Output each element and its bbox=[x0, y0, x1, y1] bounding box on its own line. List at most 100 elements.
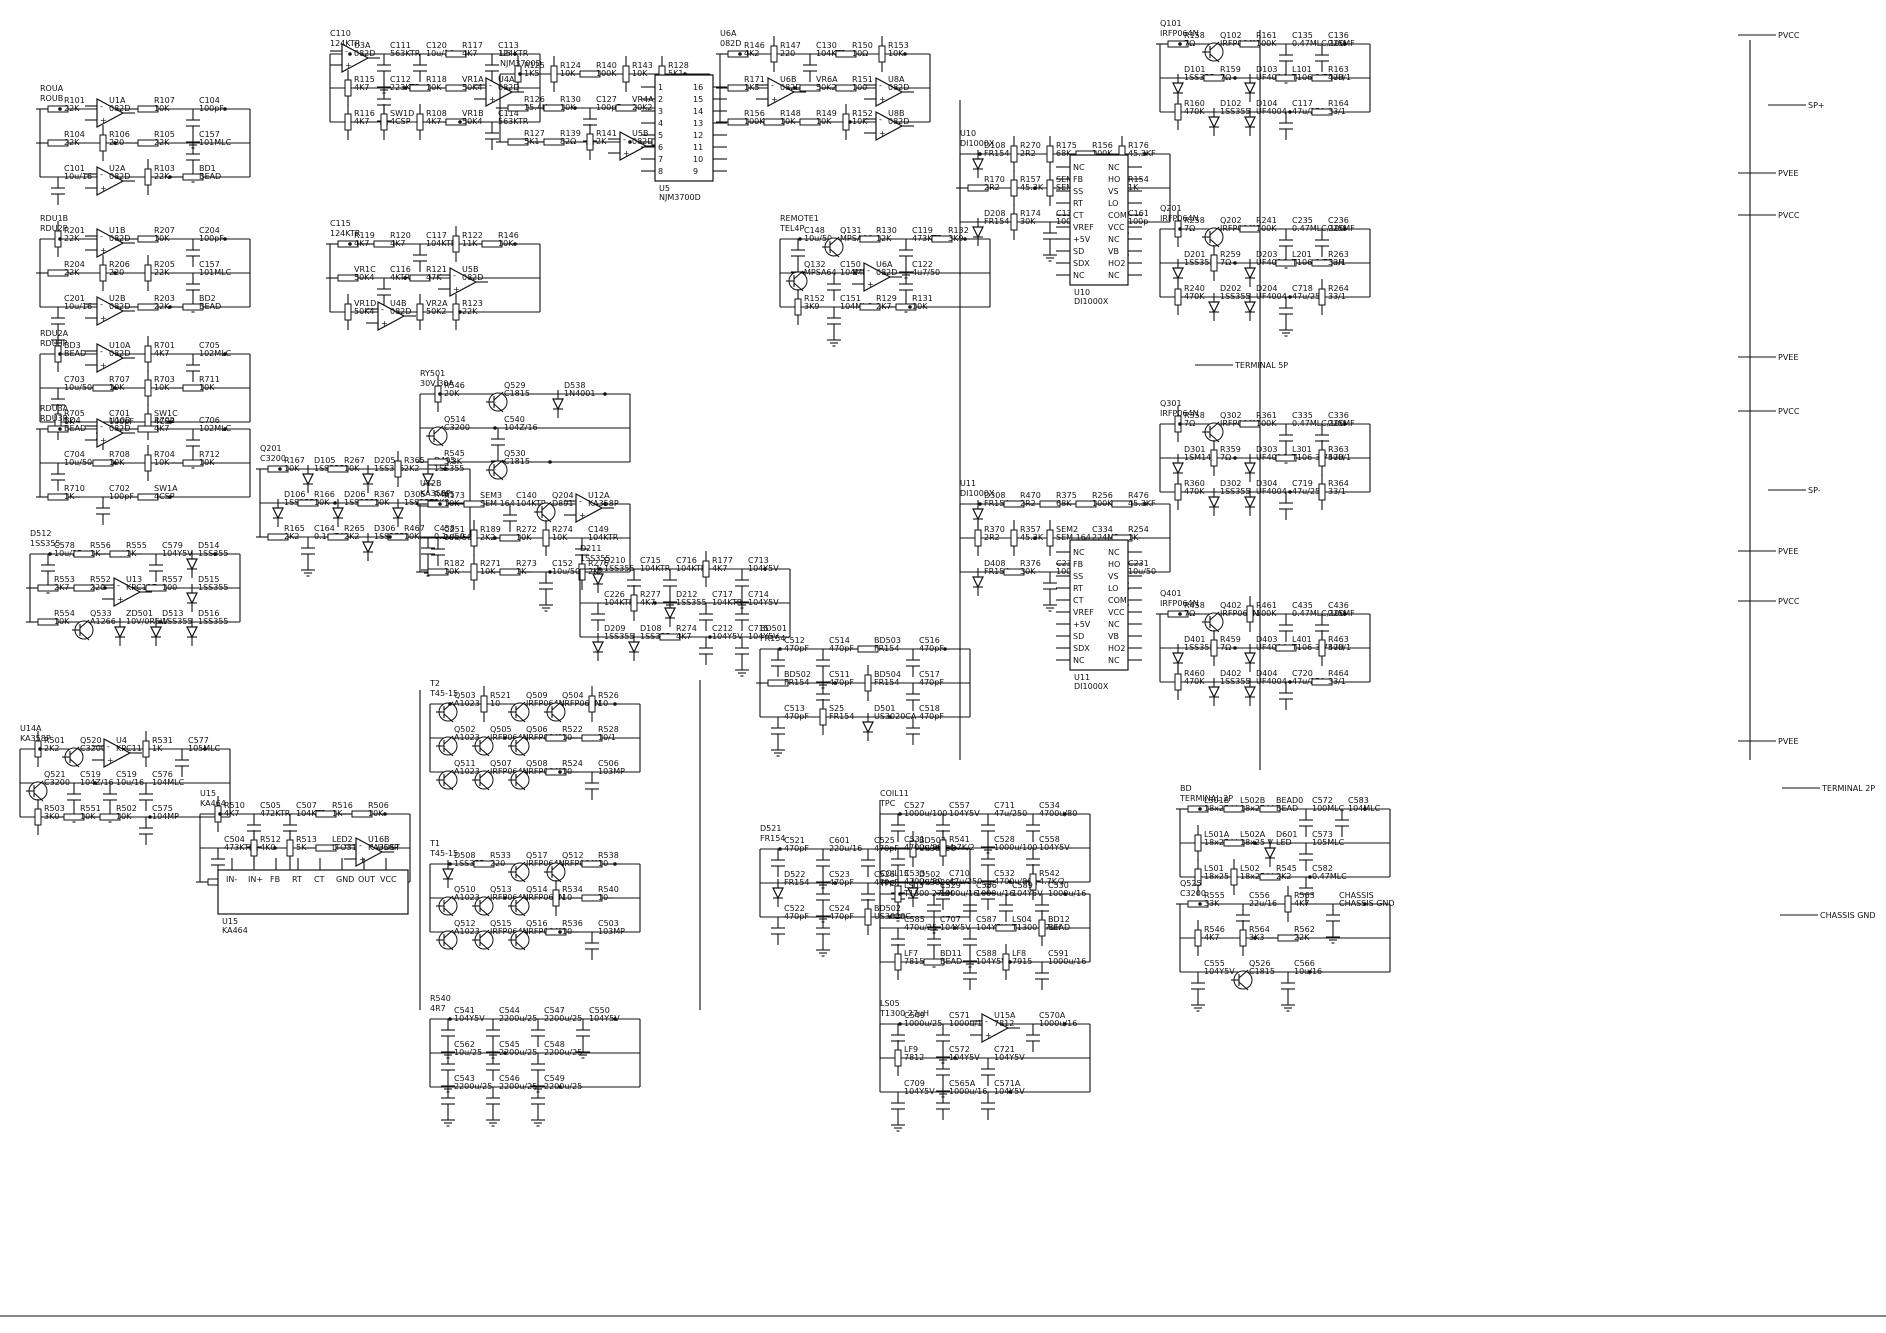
component-value: 2K2 bbox=[404, 464, 419, 473]
component-ref: D108 bbox=[640, 624, 661, 633]
junction-dot bbox=[628, 140, 632, 144]
component-value: 50K4 bbox=[354, 307, 375, 316]
component-ref: D201 bbox=[1184, 250, 1205, 259]
block-ref-label: RDU1B bbox=[40, 214, 68, 223]
component-ref: U10A bbox=[109, 341, 131, 350]
resistor-symbol bbox=[137, 105, 159, 113]
component-value: 470pF bbox=[784, 912, 809, 921]
component-value: 10K bbox=[54, 617, 70, 626]
component-ref: C117 bbox=[426, 231, 447, 240]
component-ref: R370 bbox=[984, 525, 1005, 534]
component-value: 22K bbox=[64, 104, 80, 113]
component-value: 10K bbox=[284, 464, 300, 473]
component-ref: R132 bbox=[948, 226, 969, 235]
component-value: LED bbox=[1276, 838, 1292, 847]
resistor-symbol bbox=[373, 240, 395, 248]
component-ref: R130 bbox=[560, 95, 581, 104]
component-ref: U10B bbox=[109, 416, 131, 425]
component-value: 1000u/16 bbox=[1048, 889, 1086, 898]
component-ref: C511 bbox=[829, 670, 850, 679]
junction-dot bbox=[1063, 812, 1067, 816]
component-value: 470pF bbox=[784, 712, 809, 721]
component-ref: R120 bbox=[390, 231, 411, 240]
component-ref: R158 bbox=[1184, 31, 1205, 40]
component-value: IRFP064N bbox=[490, 767, 529, 776]
component-ref: D402 bbox=[1220, 669, 1241, 678]
component-ref: R555 bbox=[1204, 891, 1225, 900]
component-ref: D208 bbox=[984, 209, 1005, 218]
component-ref: L502 bbox=[1240, 864, 1260, 873]
component-ref: C540 bbox=[504, 415, 525, 424]
component-value: 10K bbox=[912, 302, 928, 311]
component-ref: C525 bbox=[874, 836, 895, 845]
ic-ref-label: U10 bbox=[1074, 288, 1090, 297]
resistor-symbol bbox=[480, 695, 488, 713]
diode-symbol bbox=[1244, 496, 1256, 509]
component-value: 082D bbox=[888, 117, 909, 126]
component-value: 100K bbox=[1256, 39, 1277, 48]
component-ref: R546 bbox=[444, 381, 465, 390]
component-value: 100K bbox=[1256, 609, 1277, 618]
component-ref: LF9 bbox=[904, 1045, 918, 1054]
junction-dot bbox=[848, 120, 852, 124]
component-ref: R175 bbox=[1056, 141, 1077, 150]
opamp-symbol bbox=[113, 576, 142, 608]
component-value: 104KTR bbox=[640, 564, 671, 573]
component-value: 10K bbox=[516, 533, 532, 542]
resistor-symbol bbox=[995, 924, 1017, 932]
ic-pin-label: 2 bbox=[658, 95, 663, 104]
ic-body bbox=[654, 74, 714, 182]
component-ref: R264 bbox=[1328, 284, 1349, 293]
block-ref-label: LS05 bbox=[880, 999, 900, 1008]
component-ref: R274 bbox=[552, 525, 573, 534]
wire bbox=[479, 941, 490, 951]
resistor-symbol bbox=[799, 84, 821, 92]
ic-pin-label: 4 bbox=[658, 119, 663, 128]
wire bbox=[479, 929, 490, 939]
opamp-plus-label: + bbox=[879, 129, 886, 138]
component-value: 103MP bbox=[598, 927, 625, 936]
ground-symbol bbox=[1279, 325, 1293, 337]
ic-body bbox=[1069, 539, 1129, 671]
component-value: 10K bbox=[632, 69, 648, 78]
component-value: 104KTR bbox=[426, 239, 457, 248]
resistor-symbol bbox=[337, 274, 359, 282]
component-ref: U2A bbox=[109, 164, 126, 173]
resistor-symbol bbox=[1275, 454, 1297, 462]
component-ref: R143 bbox=[632, 61, 653, 70]
component-value: 470K bbox=[1184, 487, 1205, 496]
block-ref-value: NJM3700D bbox=[500, 59, 542, 68]
component-value: 220 bbox=[780, 49, 795, 58]
rail-label: TERMINAL 5P bbox=[1195, 361, 1288, 370]
component-ref: Q131 bbox=[840, 226, 862, 235]
diode-symbol bbox=[186, 626, 198, 639]
junction-dot bbox=[278, 467, 282, 471]
junction-dot bbox=[503, 1051, 507, 1055]
opamp-symbol bbox=[619, 130, 648, 162]
rail-text: SP+ bbox=[1808, 101, 1825, 110]
diode-symbol bbox=[907, 887, 919, 900]
component-ref: VR1D bbox=[354, 299, 376, 308]
resistor-symbol bbox=[99, 264, 107, 282]
rail-text: PVEE bbox=[1778, 547, 1798, 556]
component-value: 104Y5V bbox=[949, 1053, 980, 1062]
component-ref: R465 bbox=[434, 490, 455, 499]
opamp-minus-label: - bbox=[100, 422, 103, 431]
component-ref: C435 bbox=[1292, 601, 1313, 610]
junction-dot bbox=[908, 305, 912, 309]
component-ref: R545 bbox=[1276, 864, 1297, 873]
component-ref: C519 bbox=[116, 770, 137, 779]
junction-dot bbox=[833, 881, 837, 885]
ic-pin-label: VCC bbox=[1108, 608, 1125, 617]
junction-dot bbox=[518, 72, 522, 76]
component-ref: R203 bbox=[154, 294, 175, 303]
component-ref: D308 bbox=[984, 491, 1005, 500]
opamp-minus-label: - bbox=[867, 266, 870, 275]
component-ref: C529 bbox=[940, 881, 961, 890]
wire bbox=[443, 747, 454, 757]
component-ref: R277 bbox=[640, 590, 661, 599]
block-ref-value: 30V 30A bbox=[420, 379, 454, 388]
component-ref: R149 bbox=[816, 109, 837, 118]
